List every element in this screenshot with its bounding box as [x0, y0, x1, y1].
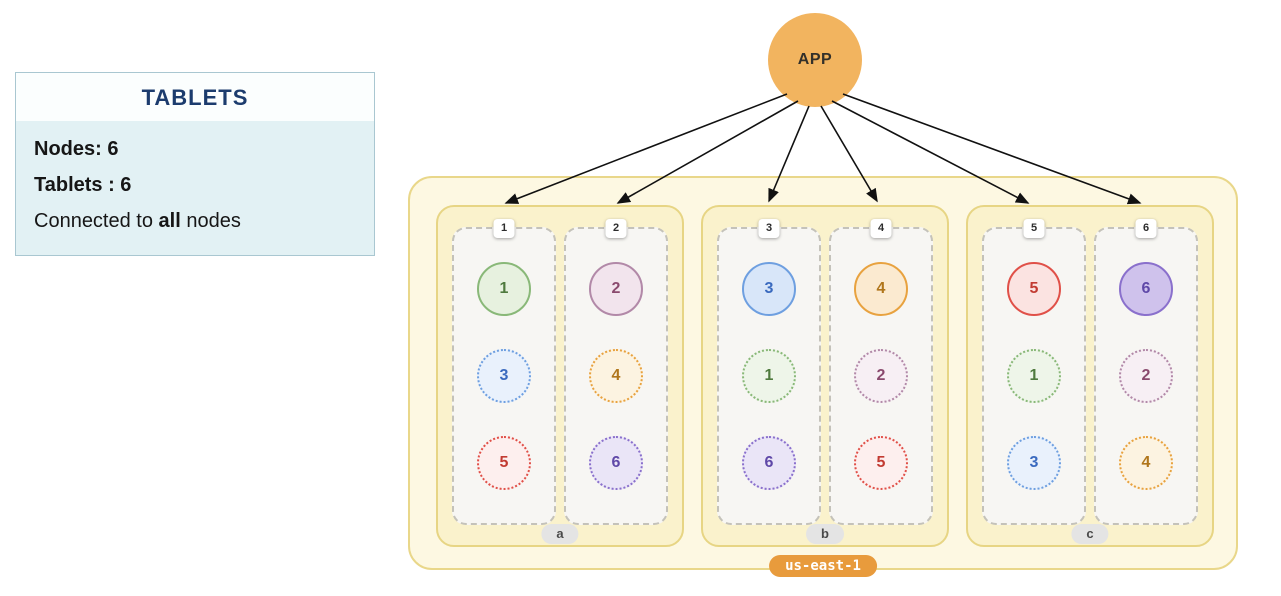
tablet: 2	[589, 262, 643, 316]
node-id-tag: 2	[605, 219, 627, 238]
connected-line: Connected to all nodes	[34, 203, 356, 239]
tablet: 6	[1119, 262, 1173, 316]
connected-emphasis: all	[158, 210, 181, 232]
zone-label-c: c	[1071, 524, 1109, 544]
tablets-count-line: Tablets : 6	[34, 174, 132, 196]
tablet-label: 1	[1029, 367, 1039, 384]
node-1: 1 1 3 5	[452, 219, 556, 525]
connected-prefix: Connected to	[34, 210, 159, 232]
tablets-info-panel: TABLETS Nodes: 6 Tablets : 6 Connected t…	[15, 72, 375, 256]
tablet: 5	[1007, 262, 1061, 316]
zone-label-a: a	[541, 524, 579, 544]
tablet-label: 5	[499, 454, 509, 471]
tablet-label: 1	[499, 280, 509, 297]
tablet: 1	[477, 262, 531, 316]
tablet: 6	[742, 436, 796, 490]
tablet: 3	[742, 262, 796, 316]
tablet-label: 3	[764, 280, 774, 297]
zone-label-b: b	[806, 524, 844, 544]
tablet-label: 2	[1141, 367, 1151, 384]
tablet-label: 6	[764, 454, 774, 471]
connected-suffix: nodes	[180, 210, 241, 232]
tablet-label: 5	[876, 454, 886, 471]
node-2: 2 2 4 6	[564, 219, 668, 525]
zone-c: 5 5 1 3 6 6 2 4 c	[966, 205, 1214, 547]
node-id-tag: 1	[493, 219, 515, 238]
tablet: 4	[854, 262, 908, 316]
node-id-tag: 5	[1023, 219, 1045, 238]
tablet-label: 2	[876, 367, 886, 384]
tablet-label: 2	[611, 280, 621, 297]
tablet-label: 3	[1029, 454, 1039, 471]
tablet: 3	[1007, 436, 1061, 490]
panel-body: Nodes: 6 Tablets : 6 Connected to all no…	[16, 121, 374, 255]
tablet: 1	[1007, 349, 1061, 403]
zone-a: 1 1 3 5 2 2 4 6 a	[436, 205, 684, 547]
tablet-label: 6	[611, 454, 621, 471]
tablet: 2	[854, 349, 908, 403]
tablet: 3	[477, 349, 531, 403]
app-label: APP	[797, 51, 833, 68]
tablet-label: 6	[1141, 280, 1151, 297]
node-id-tag: 6	[1135, 219, 1157, 238]
node-4: 4 4 2 5	[829, 219, 933, 525]
panel-title: TABLETS	[141, 85, 249, 110]
tablet-label: 4	[1141, 454, 1151, 471]
tablet: 2	[1119, 349, 1173, 403]
tablet: 5	[854, 436, 908, 490]
app-node: APP	[768, 13, 862, 107]
region-us-east-1: 1 1 3 5 2 2 4 6 a 3 3 1 6 4 4	[408, 176, 1238, 577]
tablet-label: 3	[499, 367, 509, 384]
region-label: us-east-1	[769, 555, 877, 577]
node-id-tag: 4	[870, 219, 892, 238]
tablet: 1	[742, 349, 796, 403]
nodes-count-line: Nodes: 6	[34, 138, 119, 160]
tablet: 4	[1119, 436, 1173, 490]
tablet-label: 5	[1029, 280, 1039, 297]
tablet-label: 1	[764, 367, 774, 384]
tablet-label: 4	[876, 280, 886, 297]
node-3: 3 3 1 6	[717, 219, 821, 525]
tablet: 4	[589, 349, 643, 403]
tablet-label: 4	[611, 367, 621, 384]
zone-b: 3 3 1 6 4 4 2 5 b	[701, 205, 949, 547]
node-id-tag: 3	[758, 219, 780, 238]
node-5: 5 5 1 3	[982, 219, 1086, 525]
tablet: 5	[477, 436, 531, 490]
node-6: 6 6 2 4	[1094, 219, 1198, 525]
tablet: 6	[589, 436, 643, 490]
